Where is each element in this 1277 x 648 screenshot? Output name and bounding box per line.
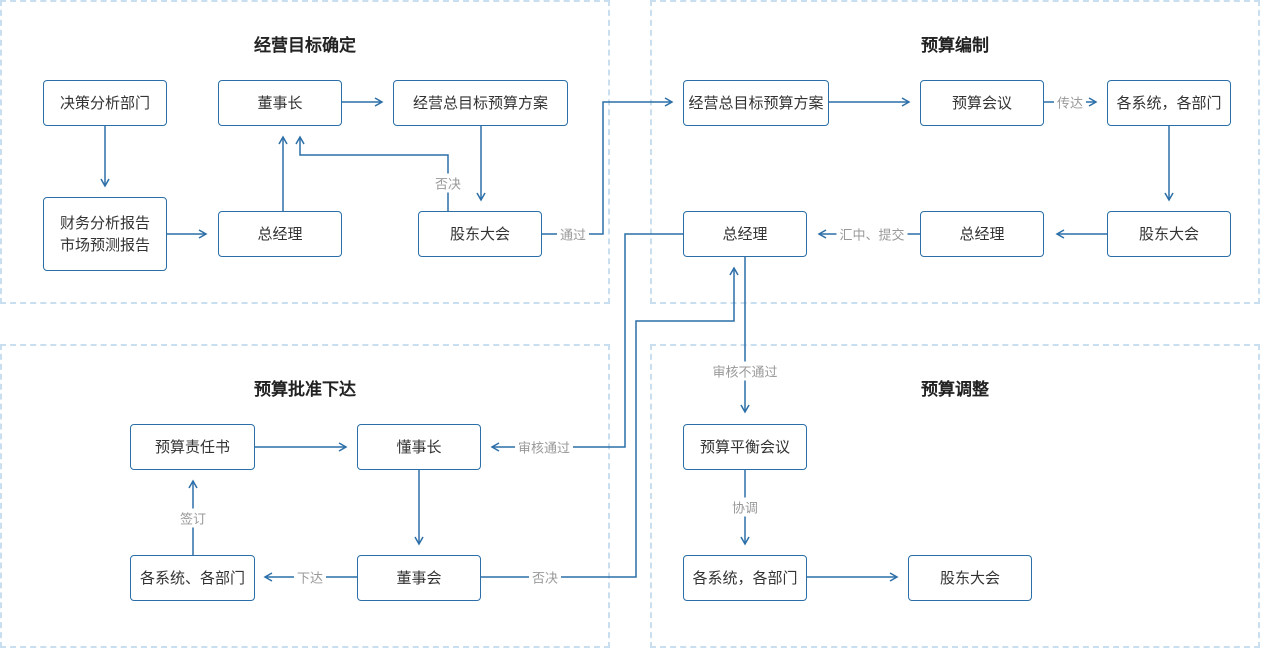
node-systems-departments-3: 各系统，各部门 [683,555,807,601]
arrow-b6-c2-review-pass [490,233,684,452]
edge-label-veto-1: 否决 [431,173,465,193]
edge-label-summary-submit: 汇中、提交 [836,224,908,244]
panel-budget-preparation [650,0,1260,304]
node-chairman-2: 懂事长 [357,424,481,470]
edge-label-relay: 传达 [1053,92,1087,112]
panel-title-budget-adjustment: 预算调整 [921,380,989,400]
edge-label-coordinate: 协调 [728,497,762,517]
node-budget-plan-1: 经营总目标预算方案 [393,80,568,126]
edge-label-pass: 通过 [556,224,590,244]
node-general-manager-2: 总经理 [920,211,1044,257]
panel-title-goal-setting: 经营目标确定 [254,36,356,56]
node-shareholders-meeting-1: 股东大会 [418,211,542,257]
edge-label-sign: 签订 [176,508,210,528]
node-systems-departments-1: 各系统，各部门 [1107,80,1231,126]
panel-budget-adjustment [650,344,1260,648]
node-board-of-directors: 董事会 [357,555,481,601]
arrow-c3-b6-veto [481,266,739,578]
node-budget-meeting: 预算会议 [920,80,1044,126]
edge-label-issue: 下达 [293,567,327,587]
node-general-manager-3: 总经理 [683,211,807,257]
node-general-manager-1: 总经理 [218,211,342,257]
panel-title-budget-approval: 预算批准下达 [254,380,356,400]
edge-label-review-fail: 审核不通过 [709,361,781,381]
node-budget-responsibility-letter: 预算责任书 [130,424,255,470]
panel-goal-setting [0,0,610,304]
node-decision-analysis-dept: 决策分析部门 [43,80,167,126]
edge-label-review-pass: 审核通过 [514,437,574,457]
panel-budget-approval [0,344,610,648]
node-budget-plan-2: 经营总目标预算方案 [683,80,829,126]
panel-title-budget-preparation: 预算编制 [921,36,989,56]
arrow-a6-a3-veto [295,135,449,211]
edge-label-veto-2: 否决 [528,567,562,587]
node-shareholders-meeting-3: 股东大会 [908,555,1032,601]
node-systems-departments-2: 各系统、各部门 [130,555,255,601]
node-budget-balance-meeting: 预算平衡会议 [683,424,807,470]
node-financial-market-reports: 财务分析报告 市场预测报告 [43,197,167,271]
node-shareholders-meeting-2: 股东大会 [1107,211,1231,257]
node-chairman: 董事长 [218,80,342,126]
